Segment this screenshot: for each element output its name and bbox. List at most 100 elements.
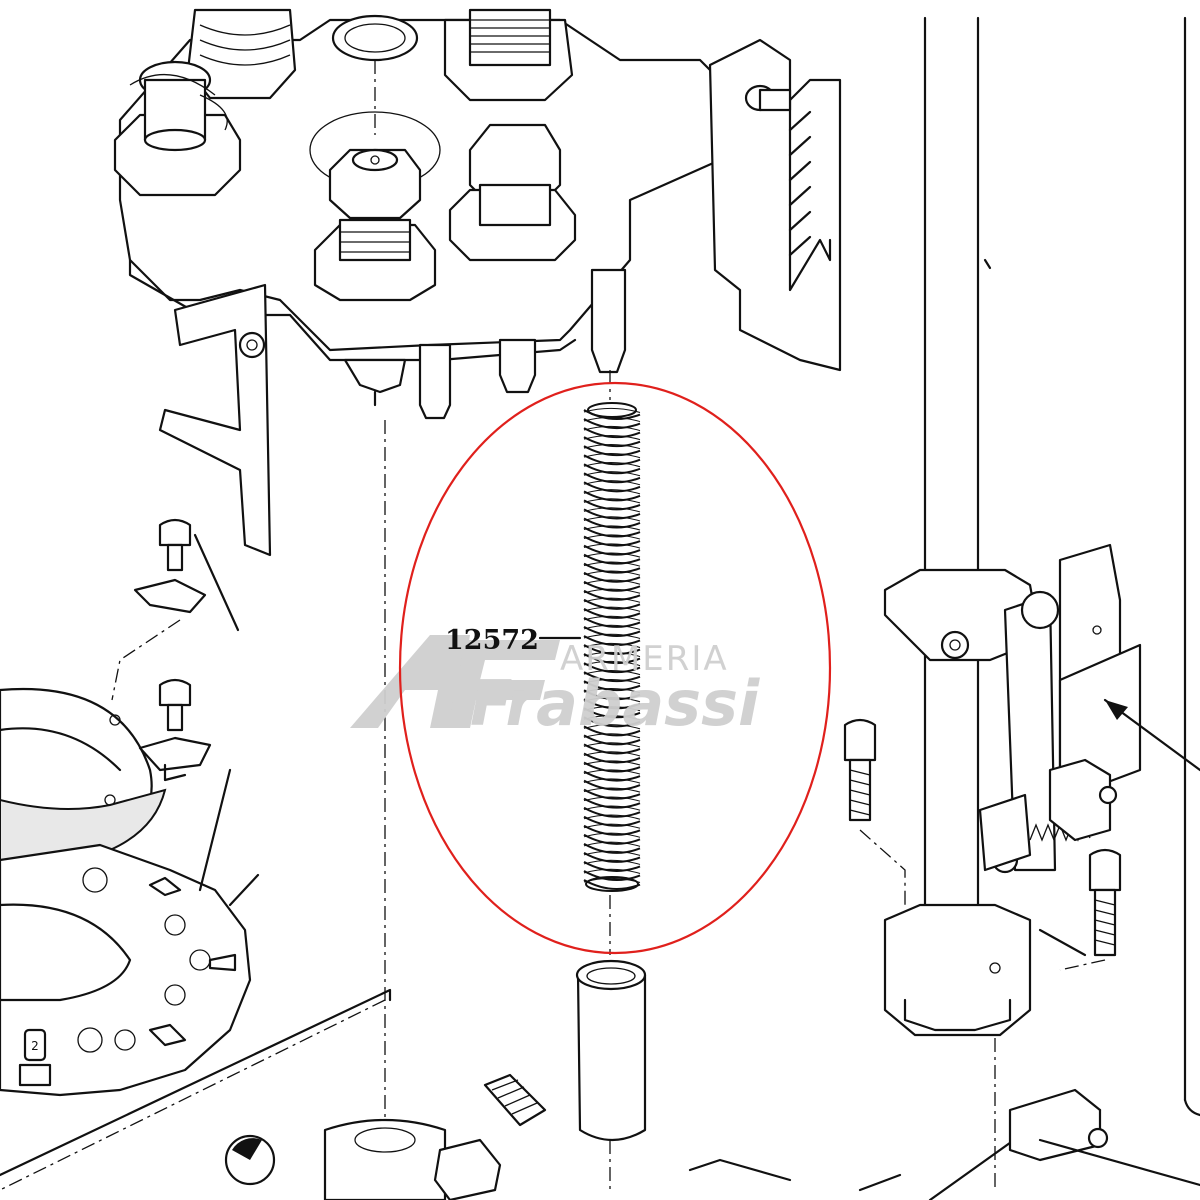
spring-coil-back — [583, 407, 641, 413]
spring-coil-back — [583, 525, 641, 531]
spring-coil — [583, 644, 641, 655]
spring-coil-back — [583, 489, 641, 495]
spring-coil-back — [583, 453, 641, 459]
spring-coil-back — [583, 588, 641, 594]
center-lines — [0, 60, 1106, 1191]
spring-coil — [583, 598, 641, 610]
spring-coil-back — [583, 778, 641, 784]
spring-coil — [583, 788, 641, 800]
spring-coil-back — [583, 733, 641, 739]
spring-coil — [583, 517, 641, 529]
spring-coil — [583, 707, 641, 719]
spring-coil — [583, 481, 641, 493]
part-highlight-ellipse — [398, 381, 832, 955]
spring-coil — [583, 698, 641, 710]
spring-coil-back — [583, 742, 641, 748]
spring-coil-back — [583, 706, 641, 712]
spring-coil-back — [583, 697, 641, 703]
spring-coil-back — [583, 787, 641, 793]
spring-coil — [583, 454, 641, 466]
spring-coil-back — [583, 471, 641, 477]
spring-coil-back — [583, 498, 641, 504]
spring-coil-back — [583, 751, 641, 757]
spring-coil — [583, 653, 641, 665]
part-callout-12572: 12572 — [445, 625, 582, 656]
spring-coil-back — [583, 678, 641, 685]
spring-coil — [583, 861, 641, 872]
spring-coil — [583, 499, 641, 511]
spring-coil-back — [583, 859, 641, 865]
spring-coil — [583, 806, 641, 818]
shell-plate-assembly: 2 — [0, 518, 260, 1097]
spring-coil-back — [583, 624, 641, 630]
spring-coil — [583, 544, 641, 556]
spring-coil — [583, 463, 641, 475]
spring-coil — [583, 842, 641, 854]
spring-bottom-ring — [585, 876, 639, 892]
spring-coil — [583, 833, 641, 845]
spring-coil — [583, 743, 641, 755]
spring-coil-back — [583, 462, 641, 468]
spring-coil-back — [583, 724, 641, 730]
spring-coil-back — [583, 688, 641, 694]
spring-coil-back — [583, 832, 641, 838]
spring-coil-back — [583, 642, 641, 648]
spring-coil — [583, 562, 641, 574]
spring-coil-back — [583, 516, 641, 522]
spring-coil — [583, 689, 641, 701]
spring-coil — [583, 870, 641, 881]
spring-coil — [583, 553, 641, 565]
spring-coil — [583, 626, 641, 637]
sleeve-tube — [575, 959, 647, 1141]
spring-coil — [583, 725, 641, 737]
spring-coil — [583, 508, 641, 520]
spring-coil-back — [583, 669, 641, 676]
spring-coil — [583, 409, 641, 420]
spring-coil-back — [583, 434, 641, 441]
spring-coil — [583, 418, 641, 430]
spring-coil — [583, 752, 641, 764]
spring-coil — [583, 445, 641, 457]
spring-coil-back — [583, 841, 641, 847]
spring-coil-back — [583, 480, 641, 486]
watermark-logo: ARMERIA Frabassi — [350, 635, 760, 740]
bottom-parts — [0, 988, 1200, 1200]
spring-coil-back — [583, 579, 641, 585]
primer-system-assembly — [843, 16, 1200, 1117]
spring-coil-back — [583, 597, 641, 603]
spring-coil-back — [583, 425, 641, 432]
watermark-monogram-f — [448, 640, 560, 728]
spring-coil — [583, 580, 641, 592]
spring-coil — [583, 589, 641, 601]
spring-coil — [583, 490, 641, 502]
spring-coil — [583, 662, 641, 674]
coil-spring-12572 — [583, 402, 641, 892]
spring-coil-back — [583, 660, 641, 667]
spring-coil-back — [583, 805, 641, 811]
spring-coil — [583, 571, 641, 583]
spring-coil-back — [583, 760, 641, 766]
spring-coil — [583, 607, 641, 619]
spring-coil-back — [583, 543, 641, 549]
spring-coil-back — [583, 769, 641, 775]
spring-coil — [583, 797, 641, 809]
spring-coil — [583, 535, 641, 547]
spring-coil-back — [583, 552, 641, 558]
spring-coil — [583, 716, 641, 728]
spring-coil-back — [583, 507, 641, 513]
spring-coil-back — [583, 443, 641, 450]
watermark-monogram-a — [350, 635, 470, 728]
die-plate-assembly — [113, 8, 842, 557]
spring-coil — [583, 824, 641, 836]
part-number-label: 12572 — [445, 625, 539, 656]
spring-coil — [583, 680, 641, 692]
spring-coil-back — [583, 814, 641, 820]
spring-coil — [583, 526, 641, 538]
spring-coil — [583, 815, 641, 827]
spring-coil — [583, 427, 641, 439]
spring-coil-back — [583, 868, 641, 874]
spring-coil-back — [583, 715, 641, 721]
spring-coil-back — [583, 796, 641, 802]
spring-coil — [583, 734, 641, 746]
